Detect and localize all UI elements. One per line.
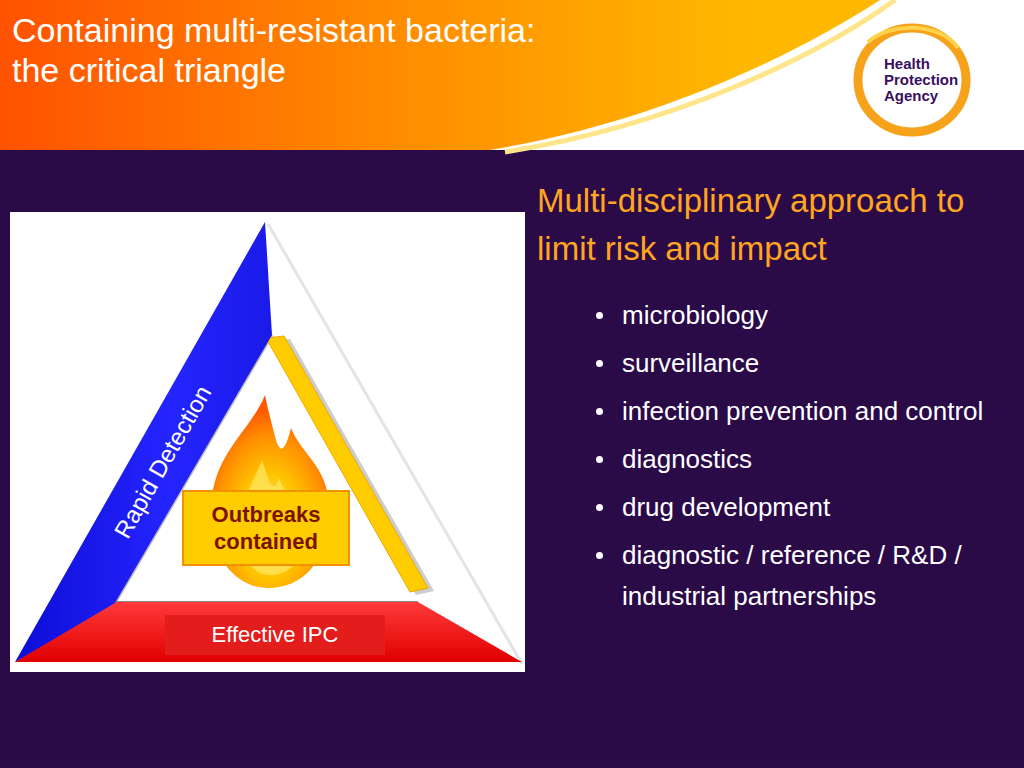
bullet-dot xyxy=(596,312,603,319)
bullet-item: infection prevention and control xyxy=(596,391,1006,432)
illustration-panel xyxy=(10,212,525,672)
band-label: Effective IPC xyxy=(165,615,385,655)
bullet-dot xyxy=(596,552,603,559)
bullet-list: microbiology surveillance infection preven… xyxy=(596,295,1006,624)
band-shape xyxy=(15,222,273,664)
band-fill xyxy=(15,602,522,662)
header-swoosh xyxy=(0,0,880,150)
header-accent xyxy=(505,0,895,152)
bullet-text: drug development xyxy=(622,487,994,528)
triangle-outline xyxy=(268,224,522,664)
bullet-text: diagnostic / reference / R&D / industria… xyxy=(622,535,994,617)
bullet-text: surveillance xyxy=(622,343,994,384)
bullet-dot xyxy=(596,408,603,415)
bullet-text: infection prevention and control xyxy=(622,391,994,432)
bullet-item: diagnostic / reference / R&D / industria… xyxy=(596,535,1006,617)
bullet-text: microbiology xyxy=(622,295,994,336)
bullet-item: diagnostics xyxy=(596,439,1006,480)
bullet-dot xyxy=(596,456,603,463)
bullet-dot xyxy=(596,360,603,367)
band-fill xyxy=(15,222,272,662)
slide-title: Containing multi-resistant bacteria: the… xyxy=(12,10,552,90)
outcome-box: Outbreaks contained xyxy=(182,490,350,566)
bullet-item: drug development xyxy=(596,487,1006,528)
header-band xyxy=(0,0,1024,150)
bullet-dot xyxy=(596,504,603,511)
logo-accent xyxy=(868,28,958,48)
logo-text: Health Protection Agency xyxy=(884,56,970,104)
bullet-item: surveillance xyxy=(596,343,1006,384)
box-label: Outbreaks contained xyxy=(188,501,344,555)
bullet-item: microbiology xyxy=(596,295,1006,336)
section-heading: Multi-disciplinary approach to limit ris… xyxy=(537,177,1022,273)
bullet-text: diagnostics xyxy=(622,439,994,480)
detection-band: Rapid Detection xyxy=(15,222,273,664)
